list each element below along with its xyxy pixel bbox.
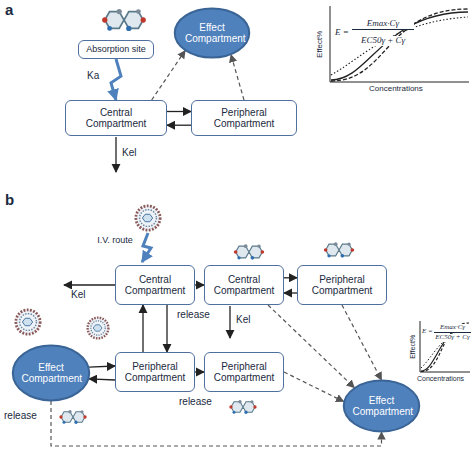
drug-molecule — [102, 9, 146, 31]
compartment-box: Central Compartment — [115, 265, 195, 305]
axis-label: Effect% — [316, 19, 325, 69]
axis-label: Effect% — [409, 327, 417, 367]
node-text: Peripheral Compartment — [119, 361, 191, 384]
dashed-arrow — [342, 305, 382, 380]
liposome — [16, 310, 40, 334]
node-text: Peripheral Compartment — [195, 107, 293, 130]
dashed-arrow — [51, 401, 382, 446]
ellipse-outline — [344, 381, 419, 432]
node-text: Peripheral Compartment — [301, 274, 383, 297]
x-axis — [330, 82, 469, 83]
compartment-box: Central Compartment — [65, 100, 167, 136]
transfer-arrow — [89, 366, 115, 367]
edge-label: release — [176, 309, 211, 320]
response-curve — [331, 12, 468, 80]
equation-text: E = — [334, 28, 350, 38]
ellipse-outline — [175, 9, 249, 58]
transfer-arrow — [89, 379, 115, 380]
axis-label: Concentrations — [368, 85, 424, 94]
compartment-box: Absorption site — [78, 40, 154, 59]
compartment-box: Peripheral Compartment — [297, 265, 387, 305]
rate-label: Kel — [70, 289, 86, 300]
transfer-arrow — [167, 125, 191, 126]
drug-molecule — [234, 244, 264, 259]
iv-bolt — [142, 233, 151, 262]
x-axis — [420, 372, 470, 373]
elimination-arrow — [229, 306, 230, 338]
equation-text: EC50γ + Cγ — [352, 36, 414, 46]
elimination-arrow — [64, 284, 115, 285]
response-curve — [331, 9, 468, 81]
dashed-arrow — [152, 51, 185, 100]
liposome — [136, 206, 160, 230]
absorption-bolt — [111, 59, 121, 100]
effect-circle: Effect Compartment — [174, 8, 250, 58]
axis-label: Concentrations — [416, 375, 465, 383]
effect-circle: Effect Compartment — [12, 345, 90, 401]
elimination-arrow — [115, 137, 116, 172]
panel-letter: b — [4, 192, 15, 209]
drug-molecule — [229, 400, 256, 414]
node-text: Peripheral Compartment — [208, 361, 280, 384]
rate-label: Kel — [235, 314, 251, 325]
route-label: I.V. route — [96, 236, 134, 246]
response-curve — [331, 17, 468, 75]
transfer-arrow — [142, 305, 143, 352]
drug-molecule — [324, 242, 354, 257]
equation-text: EC50γ + Cγ — [434, 334, 471, 342]
liposome — [88, 318, 109, 339]
node-text: Effect Compartment — [22, 362, 81, 385]
ellipse-outline — [13, 346, 89, 401]
node-text: Central Compartment — [119, 274, 191, 297]
compartment-box: Peripheral Compartment — [204, 352, 284, 392]
effect-circle: Effect Compartment — [343, 380, 420, 432]
compartment-box: Peripheral Compartment — [191, 100, 297, 136]
node-text: Central Compartment — [208, 274, 280, 297]
edge-label: Ka — [86, 70, 100, 81]
transfer-arrow — [195, 284, 204, 285]
edge-label: release — [3, 410, 38, 421]
dashed-arrow — [231, 55, 244, 100]
edge-label: release — [178, 396, 213, 407]
equation-text: E = — [421, 328, 434, 336]
rate-label: Kel — [121, 147, 137, 158]
compartment-box: Central Compartment — [204, 265, 284, 305]
panel-letter: a — [4, 2, 14, 19]
node-text: Effect Compartment — [185, 22, 239, 45]
equation-text: Emax·Cγ — [352, 19, 414, 30]
y-axis — [330, 6, 331, 82]
transfer-arrow — [195, 371, 204, 372]
transfer-arrow — [167, 111, 191, 112]
node-text: Effect Compartment — [353, 395, 411, 418]
node-text: Absorption site — [86, 44, 146, 54]
drug-molecule — [59, 410, 86, 424]
transfer-arrow — [284, 277, 297, 278]
transfer-arrow — [166, 305, 167, 352]
compartment-box: Peripheral Compartment — [115, 352, 195, 392]
node-text: Central Compartment — [69, 107, 163, 130]
dashed-arrow — [284, 372, 344, 402]
equation-text: Emax·Cγ — [434, 324, 471, 333]
transfer-arrow — [284, 292, 297, 293]
